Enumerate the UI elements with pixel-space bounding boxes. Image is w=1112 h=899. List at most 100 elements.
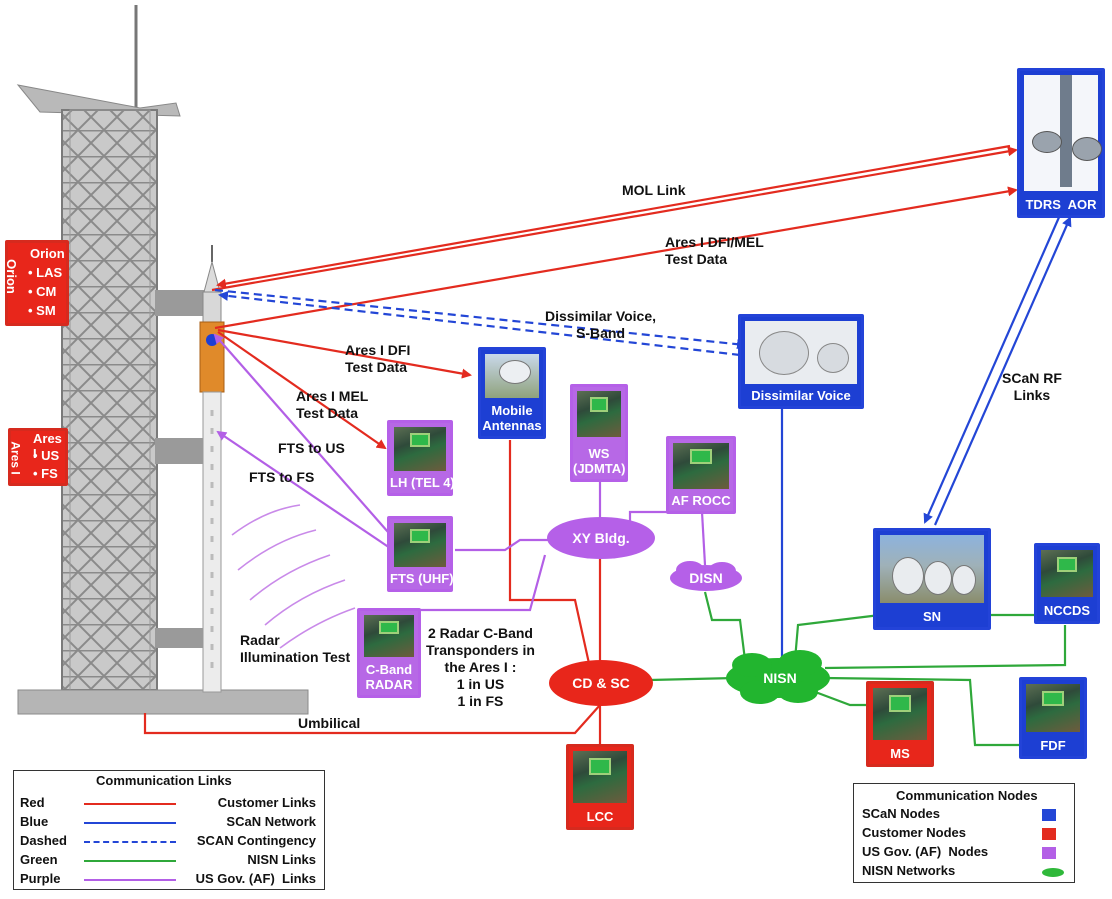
legend-link-desc: SCaN Network bbox=[226, 814, 316, 829]
orion-title: Orion bbox=[30, 246, 65, 261]
cband-to-xy bbox=[420, 554, 547, 612]
nisn-to-sn bbox=[793, 613, 881, 661]
cd-sc-ellipse bbox=[549, 660, 653, 706]
legend-link-desc: SCAN Contingency bbox=[196, 833, 316, 848]
ws-label: WS (JDMTA) bbox=[573, 446, 626, 476]
disn-to-nisn bbox=[703, 591, 747, 661]
control-room-icon bbox=[394, 523, 446, 567]
fts-to-us-label: FTS to US bbox=[278, 440, 345, 456]
mobile-antenna-icon bbox=[485, 354, 539, 398]
cdsc-to-nisn bbox=[649, 676, 736, 682]
dish-antenna-icon bbox=[745, 321, 857, 384]
dissimilar-voice-sband-label: Dissimilar Voice, S-Band bbox=[545, 308, 657, 341]
launch-tower bbox=[16, 5, 309, 715]
fts-uhf-node: FTS (UHF) bbox=[387, 516, 454, 592]
control-room-icon bbox=[1041, 550, 1093, 597]
sn-node: SN bbox=[873, 528, 991, 630]
dissimilar-voice-dashed-2 bbox=[218, 290, 741, 357]
legend-link-name: Green bbox=[20, 852, 58, 867]
radar-waves bbox=[231, 504, 356, 649]
lh-node: LH (TEL 4) bbox=[387, 420, 455, 496]
lh-label: LH (TEL 4) bbox=[390, 475, 455, 490]
ws-node: WS (JDMTA) bbox=[570, 384, 628, 482]
mobile-antennas-label: Mobile Antennas bbox=[482, 403, 542, 433]
mol-link-line bbox=[211, 146, 1018, 292]
transponders-label: 2 Radar C-Band Transponders in the Ares … bbox=[426, 625, 535, 709]
lcc-node: LCC bbox=[566, 744, 634, 830]
disn-cloud bbox=[670, 561, 742, 591]
xy-bldg-ellipse bbox=[547, 517, 655, 559]
orion-items: • LAS • CM • SM bbox=[28, 263, 62, 320]
cband-radar-node: C-Band RADAR bbox=[357, 608, 421, 698]
control-room-icon bbox=[577, 391, 621, 437]
fts-to-fs-label: FTS to FS bbox=[249, 469, 315, 485]
legend-node-cloud-swatch bbox=[1042, 868, 1064, 877]
ground-station-icon bbox=[880, 535, 984, 603]
legend-link-name: Purple bbox=[20, 871, 61, 886]
fts-uhf-label: FTS (UHF) bbox=[390, 571, 454, 586]
legend-nodes-title: Communication Nodes bbox=[896, 788, 1038, 803]
legend-node-label: Customer Nodes bbox=[862, 825, 967, 840]
control-room-icon bbox=[873, 688, 927, 740]
nisn-label: NISN bbox=[763, 670, 797, 686]
fdf-node: FDF bbox=[1019, 677, 1087, 759]
control-room-icon bbox=[1026, 684, 1080, 732]
radar-illumination-label: Radar Illumination Test bbox=[240, 632, 351, 665]
control-room-icon bbox=[364, 615, 414, 657]
ares-item-fs: • FS bbox=[33, 466, 58, 481]
fts-to-us-line bbox=[213, 333, 396, 541]
fdf-label: FDF bbox=[1040, 738, 1066, 753]
umbilical-line bbox=[143, 704, 601, 735]
ms-label: MS bbox=[890, 746, 910, 761]
sn-label: SN bbox=[922, 609, 942, 624]
scan-rf-link-2 bbox=[933, 216, 1072, 526]
ares-dfi-label: Ares I DFI Test Data bbox=[345, 342, 411, 375]
legend-link-desc: NISN Links bbox=[247, 852, 316, 867]
nisn-to-fdf bbox=[824, 676, 1020, 747]
legend-link-swatch bbox=[84, 841, 176, 843]
ares-box: Ares I Ares I • US • FS bbox=[8, 428, 68, 486]
orion-item-sm: • SM bbox=[28, 303, 56, 318]
scan-rf-label: SCaN RF Links bbox=[1002, 370, 1062, 403]
lcc-label: LCC bbox=[586, 809, 614, 824]
mol-link-label: MOL Link bbox=[622, 182, 686, 198]
ares-mel-line bbox=[217, 331, 387, 450]
tdrs-label: TDRS AOR bbox=[1025, 197, 1097, 212]
disn-label: DISN bbox=[689, 570, 723, 586]
fts-to-fs-line bbox=[216, 430, 391, 549]
legend-node-label: SCaN Nodes bbox=[862, 806, 941, 821]
ares-dfi-mel-label: Ares I DFI/MEL Test Data bbox=[665, 234, 764, 267]
legend-link-desc: US Gov. (AF) Links bbox=[195, 871, 316, 886]
cband-radar-label: C-Band RADAR bbox=[365, 662, 413, 692]
legend-link-name: Red bbox=[20, 795, 45, 810]
tdrs-satellite-icon bbox=[1024, 75, 1102, 191]
legend-node-label: US Gov. (AF) Nodes bbox=[862, 844, 989, 859]
dissimilar-voice-label: Dissimilar Voice bbox=[751, 388, 851, 403]
legend-node-swatch bbox=[1042, 809, 1056, 821]
ms-node: MS bbox=[866, 681, 934, 767]
fts-uhf-to-xy bbox=[455, 538, 552, 552]
nisn-to-ms bbox=[809, 688, 870, 707]
control-room-icon bbox=[394, 427, 446, 471]
umbilical-label: Umbilical bbox=[298, 715, 361, 731]
legend-link-swatch bbox=[84, 803, 176, 805]
orion-box: Orion Orion • LAS • CM • SM bbox=[4, 240, 69, 326]
ares-title: Ares I bbox=[33, 431, 62, 461]
mol-link-line-return bbox=[216, 144, 1011, 289]
orion-item-las: • LAS bbox=[28, 265, 63, 280]
cd-sc-label: CD & SC bbox=[572, 675, 630, 691]
dissimilar-voice-dashed-1 bbox=[214, 288, 747, 350]
ares-rocket bbox=[199, 245, 225, 693]
ares-dfi-mel-line bbox=[214, 186, 1018, 330]
nccds-label: NCCDS bbox=[1043, 603, 1091, 618]
legend-link-desc: Customer Links bbox=[217, 795, 316, 810]
legend-link-swatch bbox=[84, 860, 176, 862]
mobile-antennas-to-cdsc bbox=[508, 440, 592, 669]
ares-dfi-line bbox=[217, 328, 472, 379]
ares-item-us: • US bbox=[33, 448, 60, 463]
legend-node-swatch bbox=[1042, 828, 1056, 840]
legend-node-swatch bbox=[1042, 847, 1056, 859]
ares-mel-label: Ares I MEL Test Data bbox=[296, 388, 369, 421]
